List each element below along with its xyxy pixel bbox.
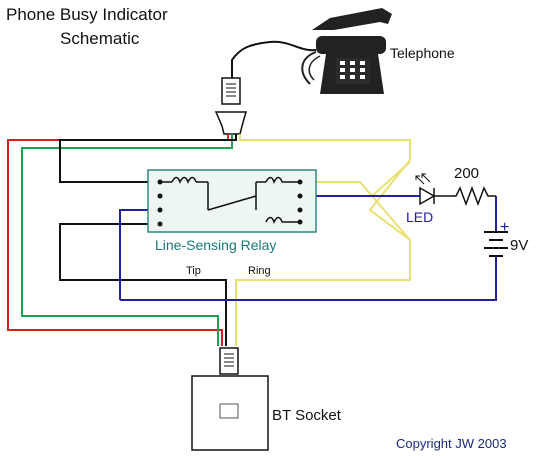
relay-switch-icon bbox=[207, 182, 257, 211]
led-label: LED bbox=[406, 209, 433, 225]
yellow-wire-cross bbox=[371, 161, 411, 197]
ring-label: Ring bbox=[248, 265, 271, 277]
battery-polarity: + bbox=[500, 219, 509, 236]
resistor-label: 200 bbox=[454, 165, 479, 182]
top-plug-icon bbox=[221, 77, 241, 105]
socket-label: BT Socket bbox=[272, 407, 342, 424]
black-wire-top bbox=[59, 134, 237, 183]
yellow-wire-relay bbox=[300, 181, 411, 241]
bt-socket-icon bbox=[191, 375, 269, 451]
yellow-wire bbox=[235, 134, 411, 346]
telephone-label: Telephone bbox=[390, 45, 455, 61]
copyright-text: Copyright JW 2003 bbox=[396, 436, 507, 451]
resistor-icon bbox=[448, 185, 496, 207]
telephone-icon bbox=[301, 8, 392, 94]
green-wire bbox=[21, 134, 233, 346]
black-wire-tip bbox=[59, 223, 227, 346]
blue-wire-bottom bbox=[120, 256, 497, 301]
top-socket-icon bbox=[214, 111, 247, 135]
tip-label: Tip bbox=[186, 265, 201, 277]
relay-pins bbox=[157, 179, 303, 227]
telephone-cord bbox=[231, 40, 317, 80]
title-line-1: Phone Busy Indicator bbox=[6, 5, 168, 24]
bottom-plug-icon bbox=[219, 347, 239, 375]
title-line-2: Schematic bbox=[60, 29, 140, 48]
battery-icon bbox=[484, 231, 508, 257]
blue-wire-left bbox=[119, 209, 160, 300]
led-icon bbox=[408, 173, 448, 206]
relay-label: Line-Sensing Relay bbox=[155, 237, 276, 253]
battery-label: 9V bbox=[510, 237, 528, 254]
relay-coil-right-icon bbox=[256, 176, 300, 224]
